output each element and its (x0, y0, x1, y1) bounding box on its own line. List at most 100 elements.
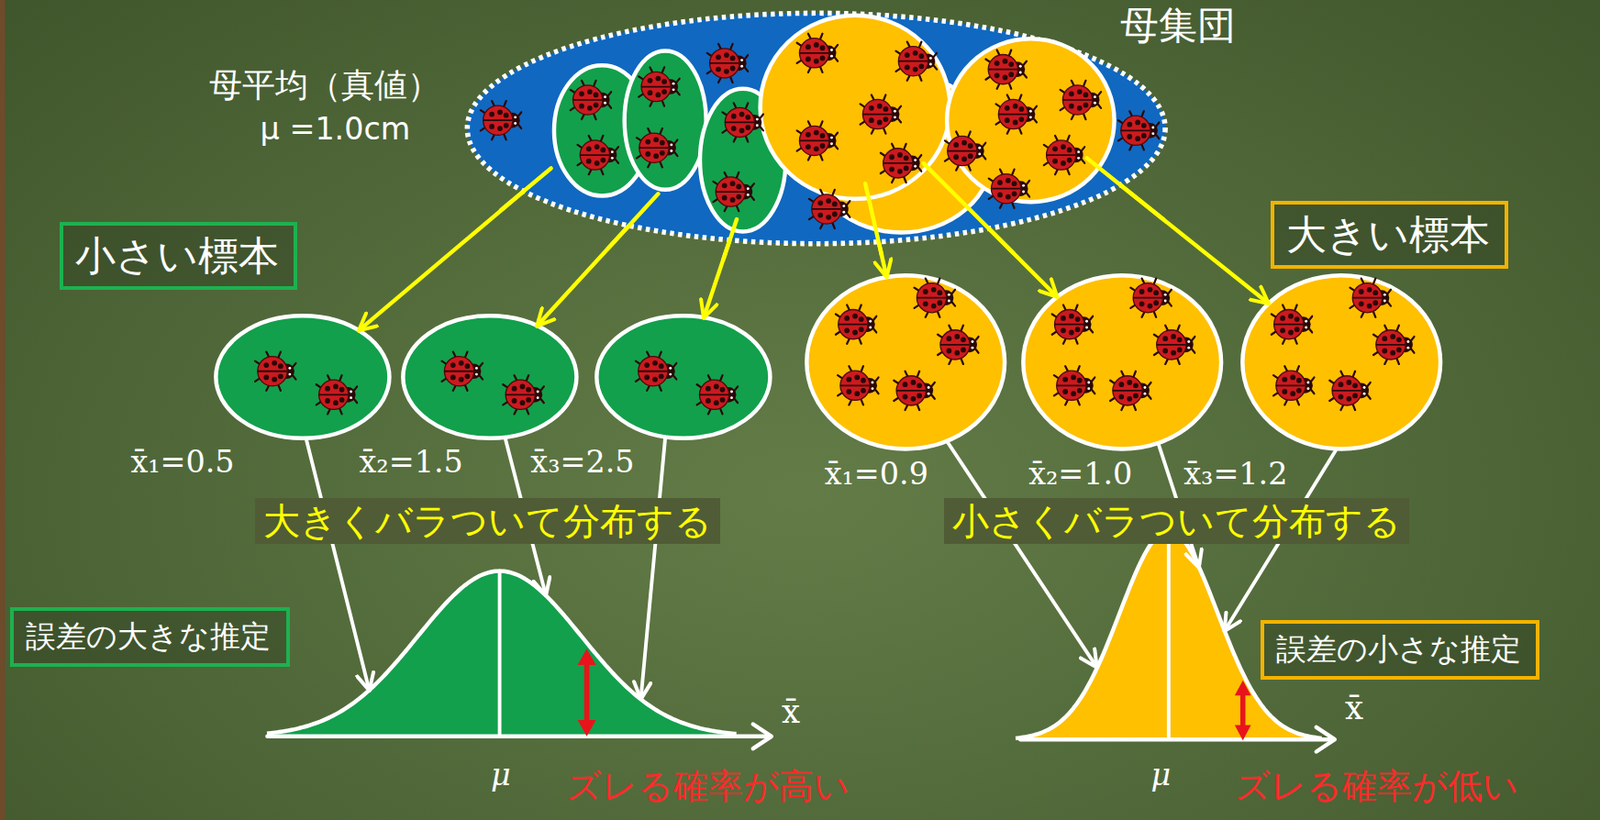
ladybug (944, 131, 986, 170)
sample-outline (400, 312, 580, 442)
ladybug (722, 102, 763, 142)
sample-outline (1239, 272, 1444, 453)
axis-head (753, 723, 772, 749)
ellipse-outline (597, 316, 771, 439)
small-error-tag: 誤差の小さな推定 (1260, 620, 1541, 680)
sample-mean: x̄₂=1.0 (1028, 456, 1133, 492)
ladybug (985, 49, 1026, 89)
ladybug (835, 304, 877, 344)
ladybug (570, 80, 612, 120)
sample-outline (593, 312, 774, 442)
axes (266, 723, 1334, 752)
ellipse-outline (1023, 275, 1223, 449)
ladybug (577, 135, 619, 175)
ladybug (1118, 111, 1159, 150)
ladybug (937, 325, 978, 365)
sampling-arrow (878, 242, 888, 278)
sampling-arrow (1120, 185, 1269, 304)
spread-note: 大きくバラついて分布する (255, 498, 721, 545)
deviation-note: ズレる確率が低い (1234, 766, 1519, 807)
ladybug (255, 352, 296, 391)
ladybug (1373, 325, 1414, 365)
ladybug (1329, 371, 1370, 411)
ladybug (1054, 366, 1095, 405)
ladybug (1110, 371, 1151, 411)
sample-mean: x̄₂=1.5 (359, 444, 464, 480)
ladybug (502, 375, 544, 414)
ladybug (837, 366, 878, 405)
sampling-arrow (358, 191, 524, 332)
tag-label: 誤差の大きな推定 (25, 619, 271, 655)
small-sample: x̄₃=2.5 (593, 312, 774, 442)
ellipse-outline (466, 12, 1166, 244)
mean-value: μ =1.0cm (260, 111, 412, 147)
axis-label: x̄ (1344, 689, 1364, 728)
sample-mean: x̄₃=2.5 (530, 444, 634, 480)
sample-outline (1020, 272, 1224, 453)
ladybug (797, 33, 838, 73)
population-subsets (554, 15, 1115, 234)
axis-head (1316, 727, 1335, 753)
curve-outline (266, 571, 737, 734)
large-error-tag: 誤差の大きな推定 (10, 607, 290, 667)
deviation-head (1234, 725, 1252, 742)
sampling-arrow-tails (500, 157, 1164, 259)
deviation-shaft (1240, 693, 1246, 728)
sampling-arrow (536, 225, 629, 326)
ladybug (1052, 304, 1093, 344)
ladybug (697, 375, 738, 414)
estimate-arrow (640, 437, 666, 700)
bell-curve (266, 566, 737, 740)
spread-note: 小さくバラついて分布する (944, 498, 1410, 545)
ladybug (442, 352, 483, 391)
axis-label: x̄ (781, 693, 800, 732)
ladybug (988, 169, 1030, 209)
ladybug (636, 128, 678, 167)
population-ellipse: 母集団 (464, 10, 1168, 247)
deviation-head (577, 720, 597, 737)
mean-line (498, 571, 502, 737)
ladybug (316, 375, 357, 414)
mean-caption: 母平均（真値） (209, 66, 441, 105)
small-sample: x̄₁=0.5 (212, 312, 393, 442)
ladybug (1044, 135, 1085, 175)
population-heading: 母集団 (1120, 3, 1236, 49)
sample-mean: x̄₁=0.9 (824, 456, 929, 492)
tag-label: 誤差の小さな推定 (1276, 632, 1522, 667)
board-frame (0, 0, 6, 820)
small-sample: x̄₂=1.5 (400, 312, 580, 442)
x-axis (1020, 737, 1330, 742)
small-sample-tag: 小さい標本 (59, 222, 299, 289)
ladybug (1271, 304, 1312, 344)
ellipse-outline (807, 275, 1006, 449)
ellipse-outline (216, 316, 390, 439)
sample-mean: x̄₃=1.2 (1183, 456, 1288, 492)
tag-label: 大きい標本 (1286, 211, 1490, 258)
ladybug (797, 121, 838, 160)
ladybug (707, 44, 748, 83)
ladybug (896, 42, 937, 81)
large-sample-tag: 大きい標本 (1270, 200, 1510, 268)
ladybug (1273, 366, 1314, 405)
mean-symbol: μ (1151, 757, 1172, 793)
sampling-arrow (703, 240, 730, 319)
ladybug (635, 352, 677, 391)
ladybug (1130, 278, 1171, 318)
deviation-note: ズレる確率が高い (566, 766, 850, 807)
large-subset (760, 15, 951, 200)
mean-symbol: μ (490, 757, 512, 793)
sampling-arrow (988, 228, 1057, 297)
ladybug (996, 94, 1037, 134)
wide-distribution: μ (266, 566, 737, 740)
ladybug (1154, 325, 1195, 365)
deviation-head (577, 648, 597, 666)
ladybug (1060, 80, 1101, 120)
ladybug (809, 189, 850, 229)
ladybug (860, 94, 901, 134)
sample-outline (212, 312, 393, 442)
deviation-arrows (577, 648, 1252, 741)
ladybug (712, 172, 754, 212)
ellipse-outline (402, 316, 577, 439)
large-sample: x̄₃=1.2 (1239, 272, 1444, 453)
large-sample: x̄₂=1.0 (1020, 272, 1224, 453)
